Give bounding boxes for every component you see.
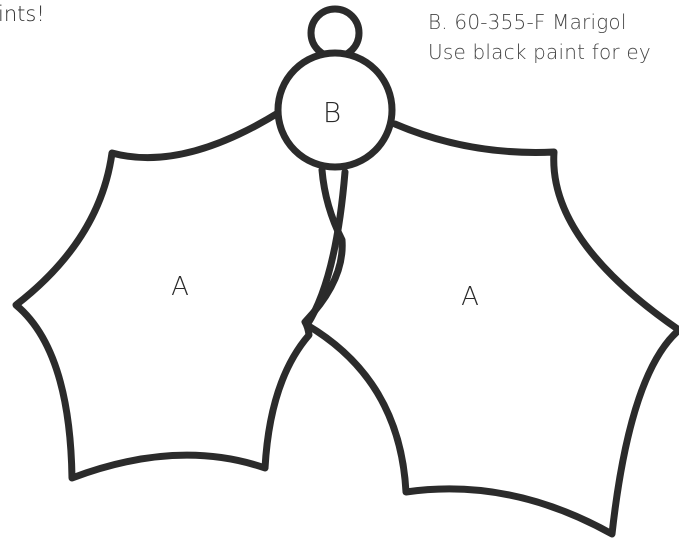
berry-circle (274, 49, 396, 171)
berry-label: B (323, 96, 341, 129)
holly-leaf-left (12, 109, 346, 482)
holly-leaf-right (303, 120, 679, 538)
instruction-line-b-color: B. 60-355-F Marigol (428, 10, 627, 34)
instruction-line-eyes: Use black paint for ey (428, 40, 651, 64)
instructions-fragment: ints! (0, 2, 45, 26)
leaf-left-label: A (171, 272, 189, 302)
leaf-right-label: A (461, 282, 479, 312)
